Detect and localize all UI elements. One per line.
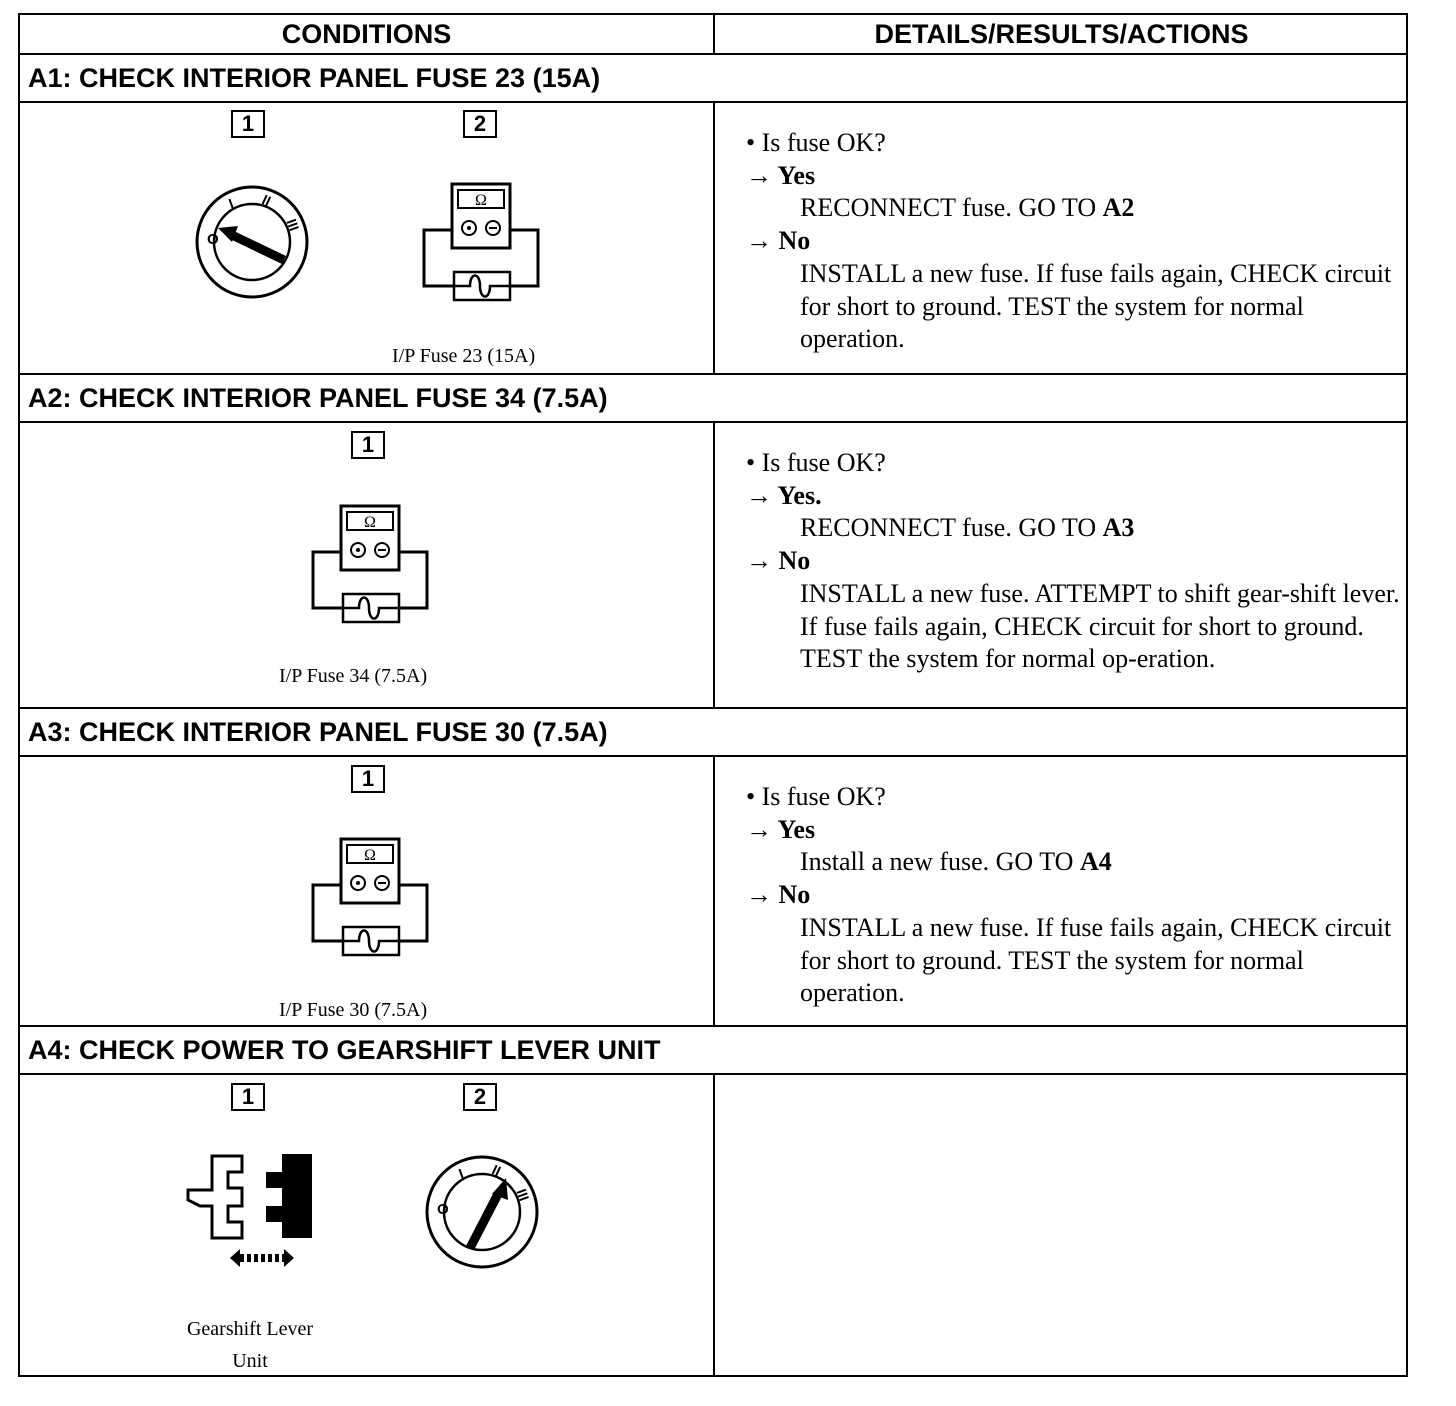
- section-title-a2: A2: CHECK INTERIOR PANEL FUSE 34 (7.5A): [28, 383, 608, 413]
- step-number: 2: [463, 1083, 497, 1111]
- yes-action: RECONNECT fuse. GO TO A3: [746, 512, 1406, 545]
- no-action: INSTALL a new fuse. If fuse fails again,…: [800, 258, 1392, 354]
- action-text: Install a new fuse. GO TO: [800, 847, 1080, 877]
- yes-label: → Yes: [746, 160, 816, 190]
- yes-action: Install a new fuse. GO TO A4: [746, 846, 1406, 879]
- divider: [20, 1025, 1406, 1027]
- column-divider: [713, 1073, 715, 1375]
- no-label: → No: [746, 880, 811, 910]
- ignition-label: III: [513, 1187, 532, 1203]
- action-text: RECONNECT fuse. GO TO: [800, 193, 1103, 223]
- goto-target: A4: [1079, 847, 1112, 877]
- no-action: INSTALL a new fuse. If fuse fails again,…: [800, 912, 1392, 1008]
- divider: [20, 373, 1406, 375]
- step-number: 1: [351, 765, 385, 793]
- caption-line: Gearshift Lever: [186, 1318, 314, 1340]
- ignition-label: O: [437, 1201, 449, 1218]
- ohm-symbol: Ω: [364, 514, 376, 531]
- figure-caption: I/P Fuse 23 (15A): [392, 345, 536, 367]
- column-divider: [713, 101, 715, 373]
- details-header: DETAILS/RESULTS/ACTIONS: [874, 19, 1249, 49]
- step-number: 2: [463, 110, 497, 138]
- ignition-switch-icon: O I II III: [195, 185, 309, 299]
- action-text: RECONNECT fuse. GO TO: [800, 513, 1103, 543]
- connector-icon: [186, 1154, 312, 1267]
- goto-target: A2: [1102, 193, 1135, 223]
- caption-line: Unit: [232, 1350, 268, 1372]
- ignition-label: O: [207, 231, 219, 248]
- yes-label: → Yes: [746, 814, 816, 844]
- ohm-symbol: Ω: [364, 847, 376, 864]
- column-divider: [713, 755, 715, 1025]
- ignition-label: I: [456, 1165, 465, 1181]
- question: • Is fuse OK?: [746, 448, 886, 477]
- figure-caption: I/P Fuse 30 (7.5A): [279, 999, 428, 1021]
- conditions-header: CONDITIONS: [281, 19, 452, 49]
- column-divider: [713, 15, 715, 53]
- question: • Is fuse OK?: [746, 782, 886, 811]
- ohmmeter-icon: Ω: [311, 504, 429, 624]
- no-action: INSTALL a new fuse. ATTEMPT to shift gea…: [800, 578, 1400, 674]
- ignition-label: I: [226, 195, 235, 211]
- goto-target: A3: [1102, 513, 1135, 543]
- section-title-a1: A1: CHECK INTERIOR PANEL FUSE 23 (15A): [28, 63, 601, 93]
- no-label: → No: [746, 226, 811, 256]
- step-number: 1: [231, 110, 265, 138]
- no-label: → No: [746, 546, 811, 576]
- column-divider: [713, 421, 715, 707]
- ohmmeter-icon: Ω: [422, 182, 540, 302]
- yes-action: RECONNECT fuse. GO TO A2: [746, 192, 1406, 225]
- diagnostic-table: CONDITIONS DETAILS/RESULTS/ACTIONS A1: C…: [18, 13, 1408, 1377]
- details-a3: • Is fuse OK? → Yes Install a new fuse. …: [746, 781, 1406, 1010]
- divider: [20, 707, 1406, 709]
- divider: [20, 53, 1406, 55]
- figure-caption: Gearshift Lever Unit: [150, 1313, 350, 1377]
- section-title-a4: A4: CHECK POWER TO GEARSHIFT LEVER UNIT: [28, 1035, 661, 1065]
- step-number: 1: [351, 431, 385, 459]
- ignition-label: III: [283, 217, 302, 233]
- details-a1: • Is fuse OK? → Yes RECONNECT fuse. GO T…: [746, 127, 1406, 356]
- ohmmeter-icon: Ω: [311, 837, 429, 957]
- ignition-switch-icon: O I II III: [425, 1155, 539, 1269]
- figure-caption: I/P Fuse 34 (7.5A): [279, 665, 428, 687]
- ohm-symbol: Ω: [475, 192, 487, 209]
- details-a2: • Is fuse OK? → Yes. RECONNECT fuse. GO …: [746, 447, 1406, 676]
- yes-label: → Yes.: [746, 480, 822, 510]
- section-title-a3: A3: CHECK INTERIOR PANEL FUSE 30 (7.5A): [28, 717, 608, 747]
- question: • Is fuse OK?: [746, 128, 886, 157]
- step-number: 1: [231, 1083, 265, 1111]
